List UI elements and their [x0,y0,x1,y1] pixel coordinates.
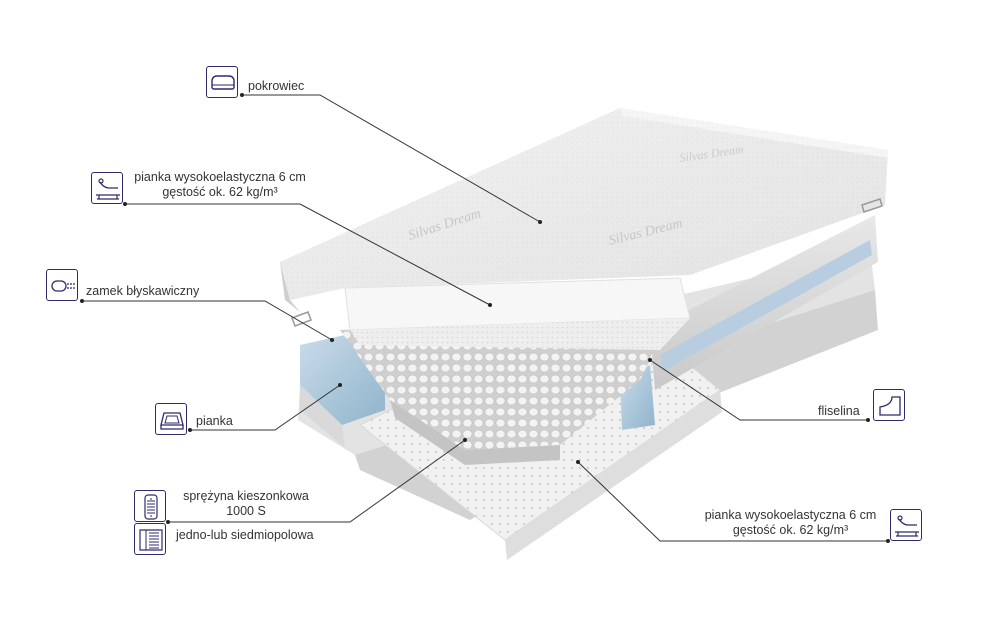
elastic-foam-icon [890,509,922,541]
mattress-cover-icon [206,66,238,98]
top-foam-slab [344,277,691,350]
label-foam-bottom: pianka wysokoelastyczna 6 cm gęstość ok.… [698,508,883,538]
label-foam-top: pianka wysokoelastyczna 6 cm gęstość ok.… [130,170,310,200]
label-foam-top-line1: pianka wysokoelastyczna 6 cm [134,170,306,184]
leader-foam-side [190,384,341,431]
leader-cover [242,94,541,223]
fleece-icon [873,389,905,421]
elastic-foam-icon [91,172,123,204]
leader-foam-bottom [577,461,888,542]
pocket-spring-block [340,320,670,465]
label-spring-line2: 1000 S [226,504,266,518]
label-zipper: zamek błyskawiczny [86,284,200,298]
zones-icon [134,523,166,555]
zipper-icon [46,269,78,301]
foam-frame-icon [155,403,187,435]
mattress-cover: Silvas Dream Silvas Dream Silvas Dream [280,108,888,312]
leader-foam-top [125,203,491,306]
label-cover: pokrowiec [248,79,305,93]
leader-lines [82,94,888,542]
label-spring-line1: sprężyna kieszonkowa [183,489,309,503]
label-foam-bottom-line1: pianka wysokoelastyczna 6 cm [704,508,877,522]
label-fleece: fliselina [818,404,860,418]
zipper-pull [291,198,883,327]
label-foam-top-line2: gęstość ok. 62 kg/m³ [162,185,278,199]
leader-fleece [649,359,868,421]
leader-dots [80,93,890,543]
side-panel-right [620,215,878,430]
leader-zipper [82,300,333,341]
leader-spring [168,439,466,523]
label-spring: sprężyna kieszonkowa 1000 S [176,489,316,519]
label-foam-side: pianka [196,414,233,428]
label-foam-bottom-line2: gęstość ok. 62 kg/m³ [732,523,849,537]
label-spring-zones: jedno-lub siedmiopolowa [176,528,314,542]
pocket-spring-icon [134,490,166,522]
